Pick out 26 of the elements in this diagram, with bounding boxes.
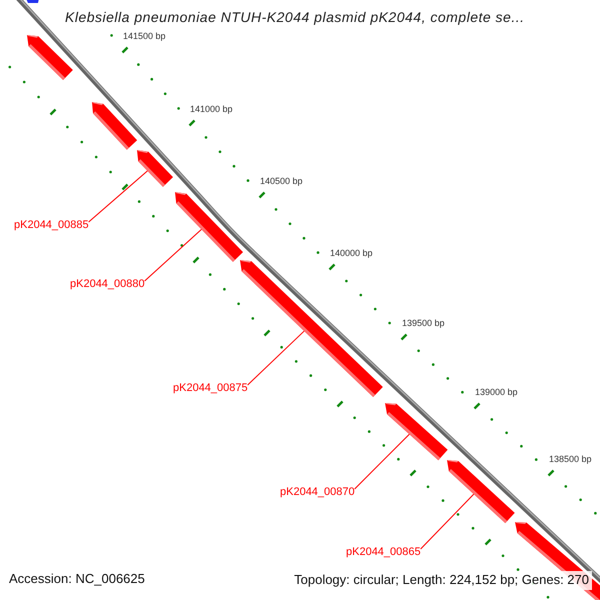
gene-label: pK2044_00865 [346, 546, 421, 559]
gene-label: pK2044_00880 [70, 278, 145, 291]
leader-line [420, 494, 474, 550]
gene-feature [385, 403, 448, 460]
leader-line [144, 228, 202, 282]
tick-label: 141500 bp [123, 31, 166, 42]
gene-label: pK2044_00875 [173, 382, 248, 395]
tick-label: 140500 bp [260, 176, 303, 186]
title: Klebsiella pneumoniae NTUH-K2044 plasmid pK2044, complete se... [65, 9, 525, 26]
tick-label: 140000 bp [330, 248, 373, 258]
genome-info-text: Topology: circular; Length: 224,152 bp; Genes: 270 [291, 571, 592, 590]
gene-feature [175, 192, 244, 262]
leader-line [88, 170, 148, 222]
leader-line [354, 434, 410, 490]
tick-label: 139000 bp [475, 387, 518, 398]
gene-feature [137, 150, 174, 187]
gene-label: pK2044_00885 [14, 219, 89, 232]
tick-label: 141000 bp [190, 104, 233, 114]
leader-line [247, 330, 305, 386]
gene-feature [27, 35, 73, 80]
accession-text: Accession: NC_006625 [9, 572, 145, 587]
gene-label: pK2044_00870 [280, 486, 355, 499]
gene-feature [92, 102, 138, 150]
gene-feature [447, 460, 515, 524]
tick-label: 139500 bp [402, 318, 445, 328]
tick-label: 138500 bp [549, 454, 592, 464]
